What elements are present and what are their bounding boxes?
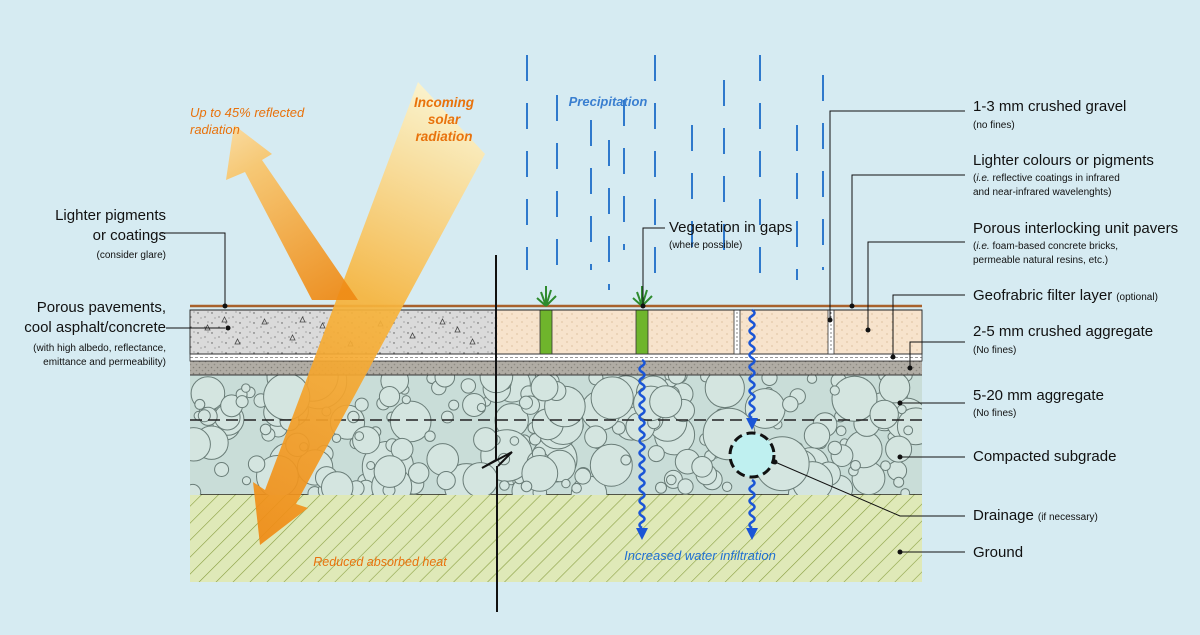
precipitation-rain (526, 55, 824, 290)
porous-label-1: Porous pavements, (37, 299, 166, 316)
reflected-radiation-label-2: radiation (190, 122, 240, 137)
colours-note-1: (i.e. reflective coatings in infrared (973, 173, 1120, 184)
incoming-radiation-label-2: solar (428, 112, 461, 127)
crushed-aggregate-label: 2-5 mm crushed aggregate (973, 323, 1153, 340)
vegetation-note: (where possible) (669, 240, 742, 251)
geofabric-label: Geofrabric filter layer(optional) (973, 287, 1158, 304)
porous-label-2: cool asphalt/concrete (24, 319, 166, 336)
crushed-aggregate-note: (No fines) (973, 345, 1016, 356)
pavers-note-2: permeable natural resins, etc.) (973, 255, 1108, 266)
reduced-heat-label: Reduced absorbed heat (313, 555, 447, 569)
ground-layer (190, 494, 922, 582)
break-line-icon (481, 255, 513, 612)
aggregate-note: (No fines) (973, 408, 1016, 419)
precipitation-label: Precipitation (569, 94, 648, 109)
infiltration-label: Increased water infiltration (624, 548, 776, 563)
subgrade-label: Compacted subgrade (973, 448, 1116, 465)
colours-note-2: and near-infrared wavelenghts) (973, 187, 1111, 198)
drainage-pipe-icon (728, 431, 776, 479)
water-drop-path-icon (636, 308, 758, 540)
drainage-label: Drainage(if necessary) (973, 507, 1098, 524)
pigments-label-2: or coatings (93, 227, 166, 244)
reflected-radiation-label-1: Up to 45% reflected (190, 105, 305, 120)
paver-layer (495, 309, 923, 355)
pavers-note-1: (i.e. foam-based concrete bricks, (973, 241, 1118, 252)
aggregate-label: 5-20 mm aggregate (973, 387, 1104, 404)
paver-gaps (539, 309, 835, 355)
gravel-label: 1-3 mm crushed gravel (973, 98, 1126, 115)
reflected-radiation-arrow-icon (226, 125, 358, 300)
gravel-note: (no fines) (973, 120, 1015, 131)
pavers-label: Porous interlocking unit pavers (973, 220, 1178, 237)
pigments-note: (consider glare) (97, 250, 166, 261)
grass-icon (536, 286, 653, 307)
crushed-aggregate-layer (190, 361, 922, 375)
vegetation-label: Vegetation in gaps (669, 219, 792, 236)
ground-label: Ground (973, 544, 1023, 561)
porous-note-1: (with high albedo, reflectance, (33, 343, 166, 354)
incoming-radiation-arrow-icon (253, 82, 485, 545)
porous-note-2: emittance and permeability) (43, 357, 166, 368)
incoming-radiation-label-3: radiation (415, 129, 472, 144)
incoming-radiation-label-1: Incoming (414, 95, 475, 110)
pigments-label-1: Lighter pigments (55, 207, 166, 224)
colours-label: Lighter colours or pigments (973, 152, 1154, 169)
